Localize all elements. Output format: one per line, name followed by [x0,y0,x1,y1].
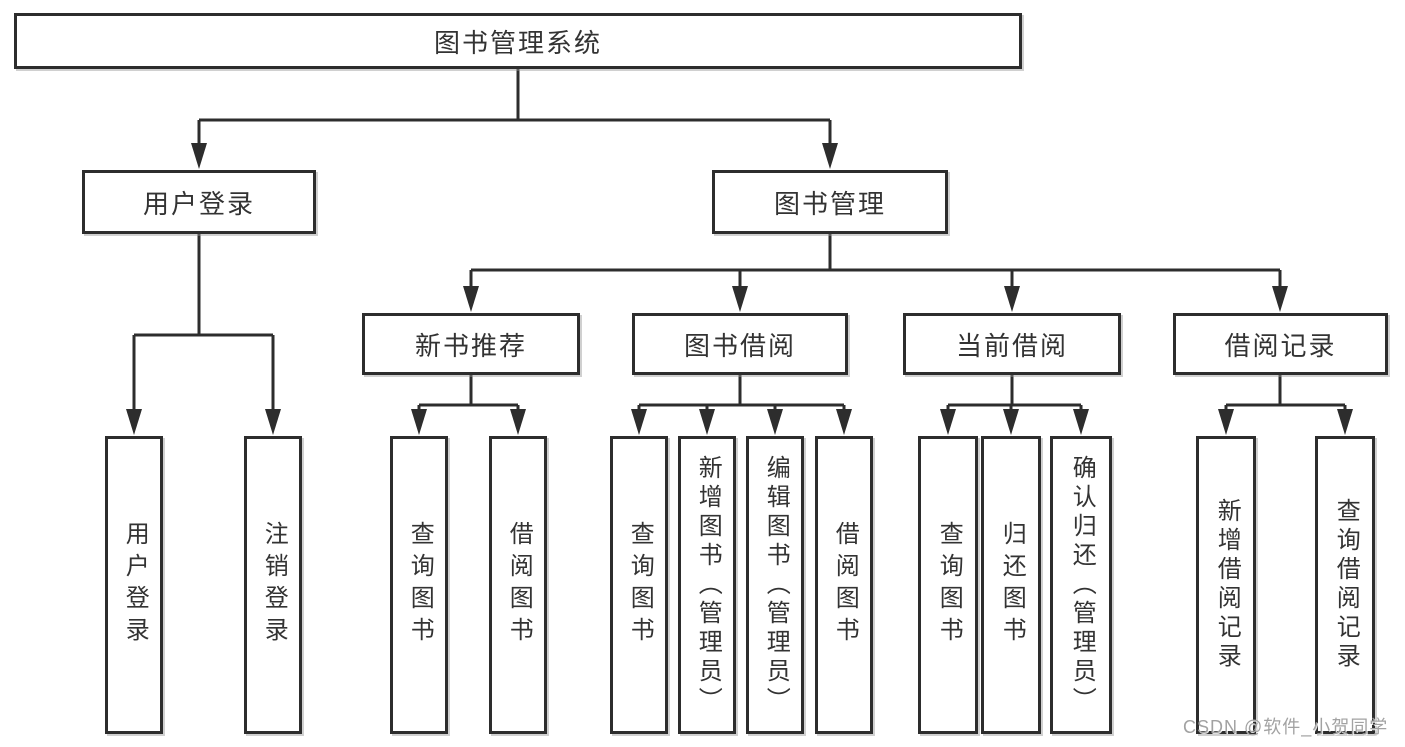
leaf-br-add-record: 新增借阅记录 [1196,436,1256,734]
leaf-label: 借阅图书 [505,521,533,649]
node-user-login: 用户登录 [82,170,316,234]
leaf-label: 借阅图书 [831,521,859,649]
leaf-label: 确认归还（管理员） [1068,454,1096,716]
leaf-cb-query-books: 查询图书 [918,436,978,734]
leaf-label: 查询借阅记录 [1332,498,1360,672]
leaf-label: 新增借阅记录 [1213,498,1241,672]
leaf-cb-confirm-return-admin: 确认归还（管理员） [1050,436,1112,734]
leaf-label: 新增图书（管理员） [694,454,722,716]
leaf-user-login: 用户登录 [105,436,163,734]
node-label: 图书管理 [773,188,886,219]
leaf-nbr-borrow-books: 借阅图书 [489,436,547,734]
node-book-borrowing: 图书借阅 [632,313,848,375]
leaf-label: 归还图书 [998,521,1026,649]
node-label: 当前借阅 [955,330,1068,361]
leaf-logout: 注销登录 [244,436,302,734]
leaf-label: 用户登录 [121,521,149,649]
leaf-br-query-record: 查询借阅记录 [1315,436,1375,734]
node-label: 用户登录 [142,188,255,219]
node-current-borrowing: 当前借阅 [903,313,1121,375]
node-label: 新书推荐 [414,330,527,361]
node-borrow-records: 借阅记录 [1173,313,1388,375]
leaf-bb-borrow-books: 借阅图书 [815,436,873,734]
node-new-book-recommend: 新书推荐 [362,313,580,375]
leaf-label: 注销登录 [260,521,288,649]
leaf-label: 编辑图书（管理员） [762,454,790,716]
csdn-watermark: CSDN @软件_小贺同学 [1183,717,1389,737]
leaf-label: 查询图书 [406,521,434,649]
leaf-label: 查询图书 [626,521,654,649]
leaf-nbr-query-books: 查询图书 [390,436,448,734]
leaf-bb-edit-books-admin: 编辑图书（管理员） [746,436,804,734]
node-label: 图书借阅 [683,330,796,361]
leaf-bb-add-books-admin: 新增图书（管理员） [678,436,736,734]
leaf-label: 查询图书 [935,521,963,649]
node-label: 图书管理系统 [433,27,602,58]
node-library-management-system: 图书管理系统 [14,13,1022,69]
node-label: 借阅记录 [1224,330,1337,361]
node-book-management: 图书管理 [712,170,948,234]
leaf-bb-query-books: 查询图书 [610,436,668,734]
leaf-cb-return-books: 归还图书 [981,436,1041,734]
